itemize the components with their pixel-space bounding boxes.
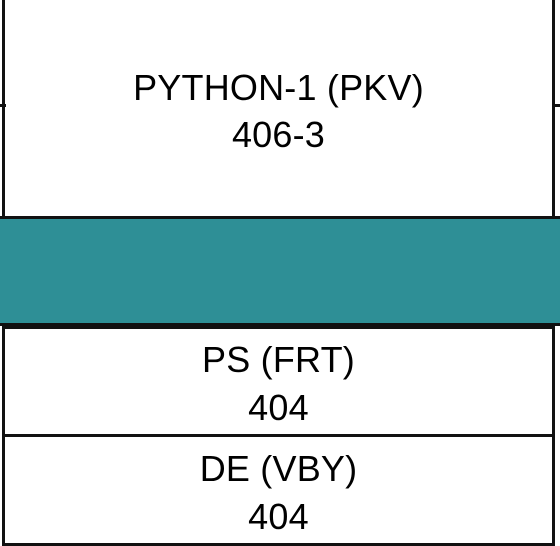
block-title: PS (FRT): [202, 339, 355, 380]
right-tick: [554, 104, 560, 107]
block-ps: PS (FRT) 404: [2, 326, 555, 437]
block-code: 406-3: [231, 114, 326, 155]
block-python-1: PYTHON-1 (PKV) 406-3: [2, 0, 555, 219]
left-tick: [0, 104, 6, 107]
teal-band: [0, 216, 560, 326]
block-title: PYTHON-1 (PKV): [133, 67, 424, 108]
block-code: 404: [248, 496, 309, 537]
block-title: DE (VBY): [199, 448, 358, 489]
block-code: 404: [248, 387, 309, 428]
block-de: DE (VBY) 404: [2, 434, 555, 546]
